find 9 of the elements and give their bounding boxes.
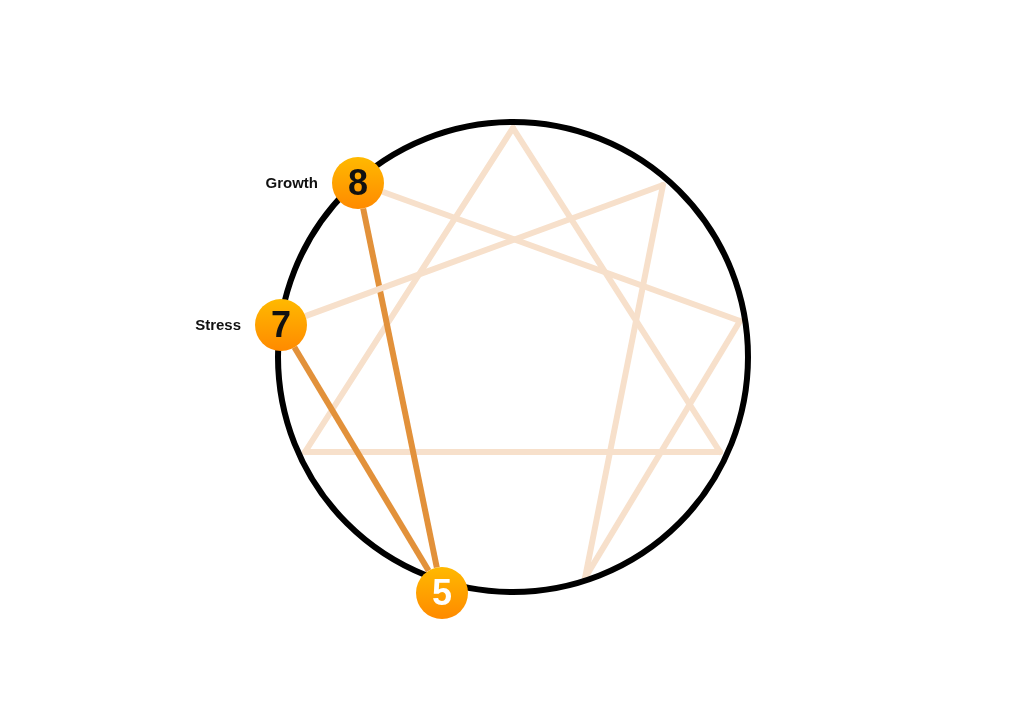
node-caption: Growth — [265, 174, 318, 192]
connector-line — [360, 207, 440, 569]
numbered-circle: 7 — [255, 299, 307, 351]
connector-line — [291, 345, 432, 573]
numbered-circle: 5 — [416, 567, 468, 619]
numbered-circle: 8 — [332, 157, 384, 209]
node-caption: Stress — [195, 316, 241, 334]
connector-line — [381, 188, 742, 324]
connector-line — [304, 182, 665, 319]
